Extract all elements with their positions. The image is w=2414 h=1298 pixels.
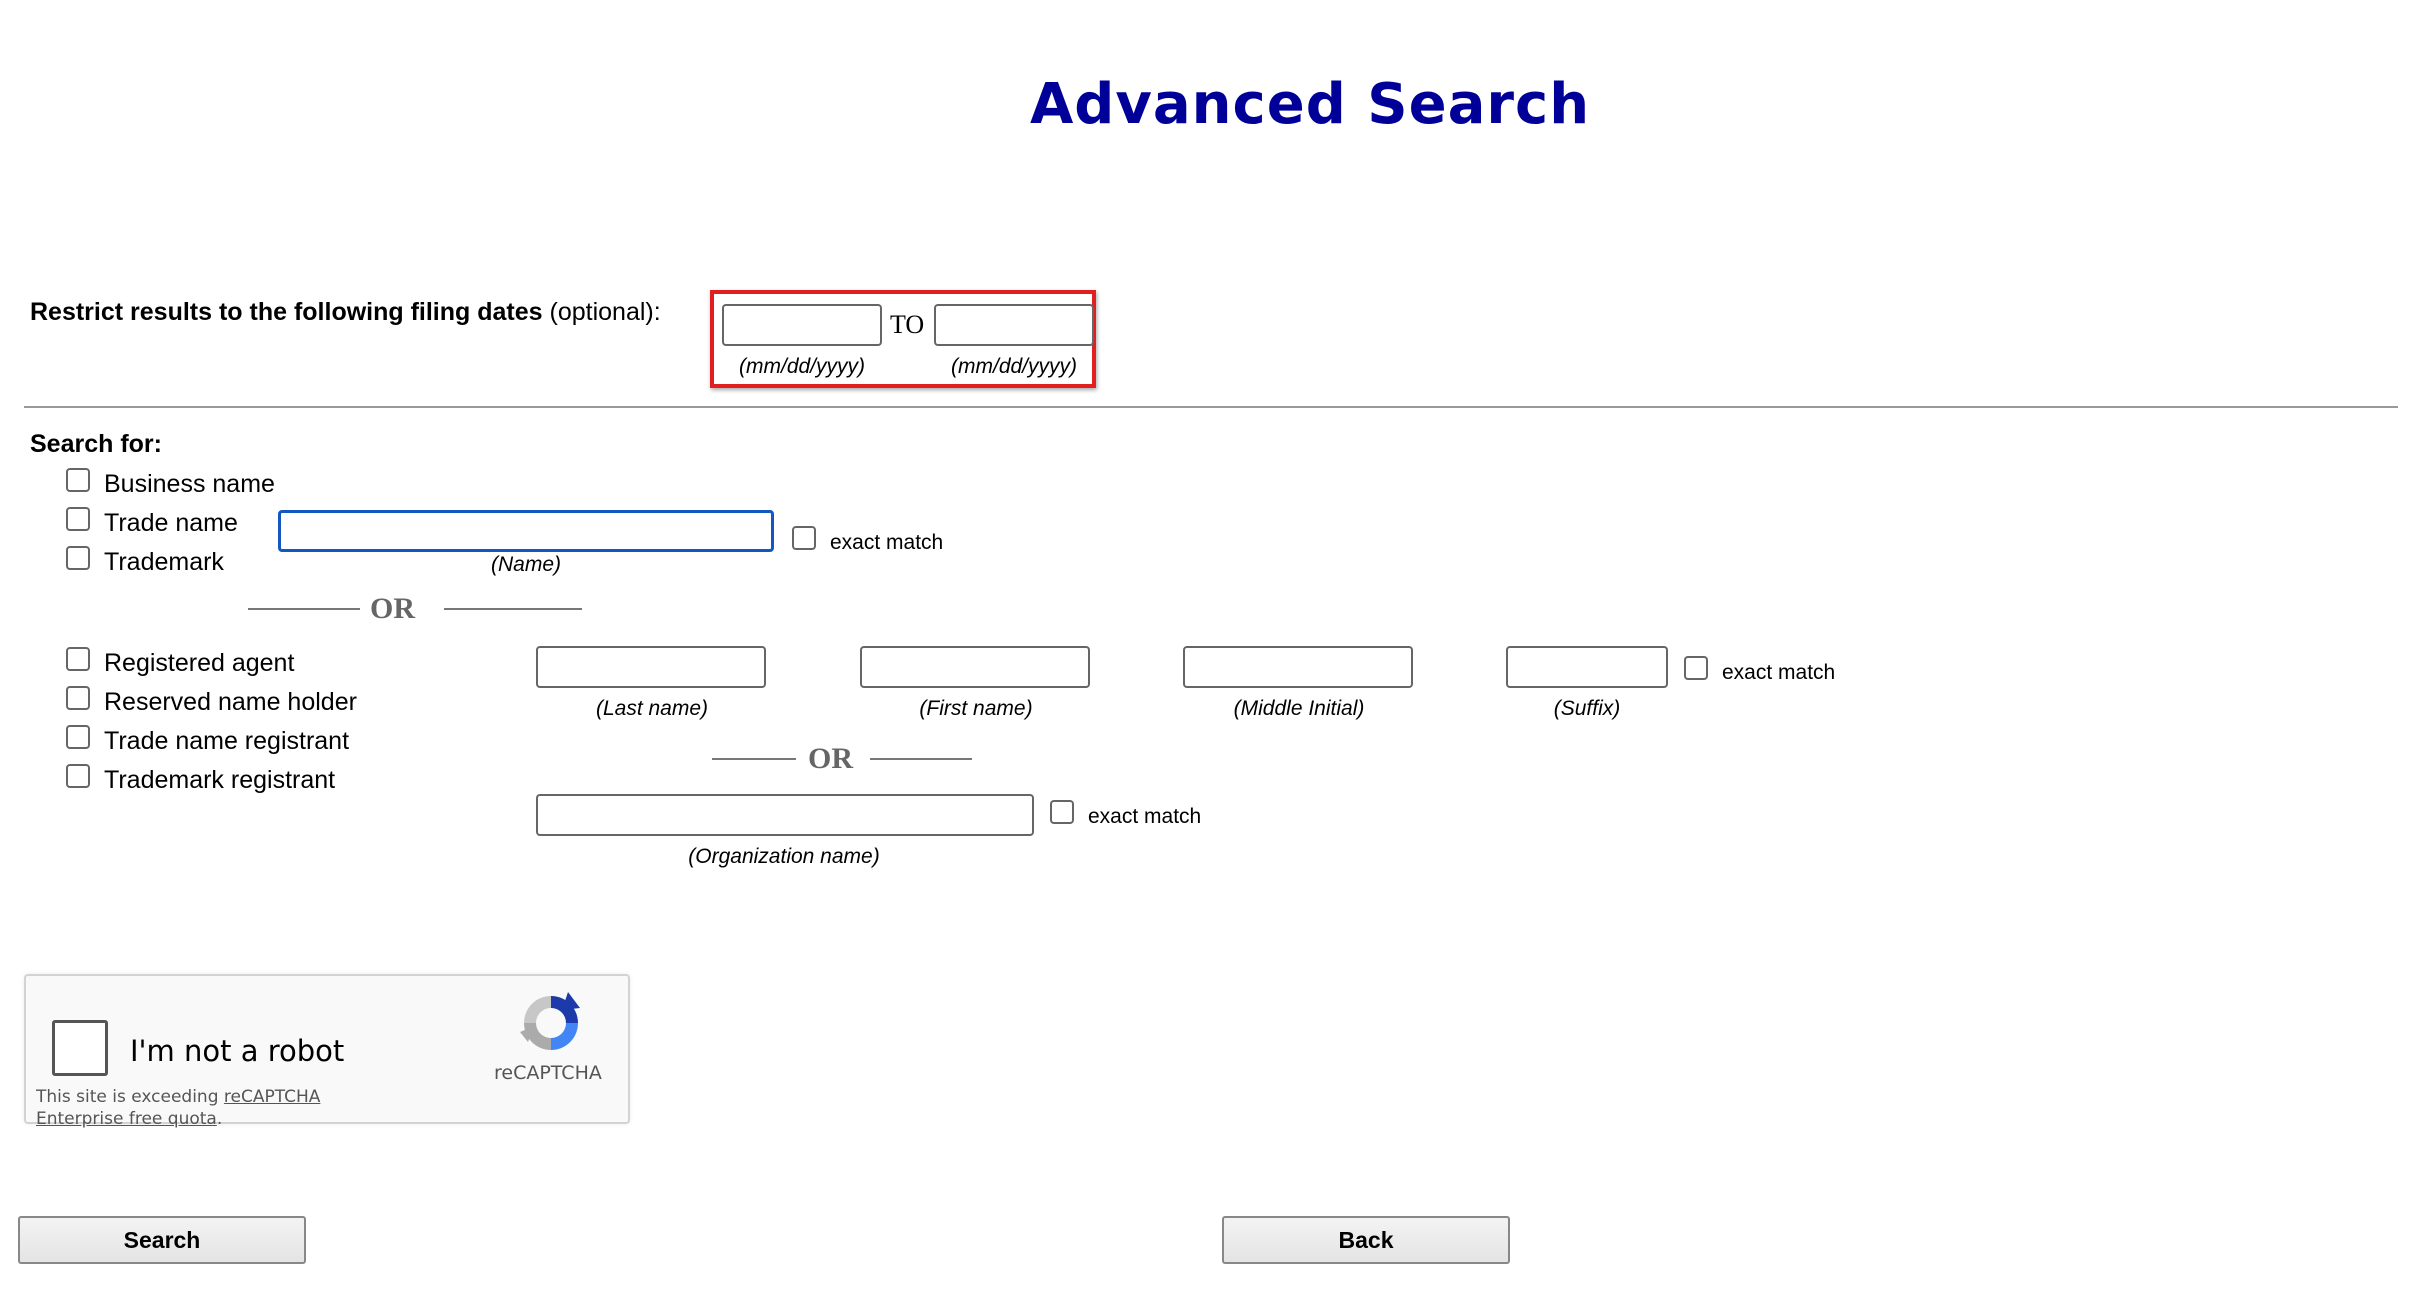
middle-initial-hint: (Middle Initial) [1233, 697, 1365, 720]
recaptcha-note-suffix: . [216, 1109, 223, 1129]
name-hint: (Name) [490, 553, 561, 576]
registered-agent-label: Registered agent [104, 649, 295, 677]
name-exact-match-label: exact match [830, 531, 944, 554]
recaptcha-note-prefix: This site is exceeding [36, 1087, 224, 1107]
filing-dates-label-optional: (optional): [542, 298, 661, 326]
trademark-registrant-checkbox[interactable] [66, 764, 90, 788]
trademark-checkbox[interactable] [66, 546, 90, 570]
first-name-input[interactable] [860, 646, 1090, 688]
from-date-hint: (mm/dd/yyyy) [739, 355, 865, 378]
middle-initial-input[interactable] [1183, 646, 1413, 688]
section-divider [24, 406, 2398, 408]
recaptcha-widget: I'm not a robot reCAPTCHA This site is e… [24, 974, 630, 1129]
trademark-registrant-label: Trademark registrant [104, 766, 336, 794]
organization-name-hint: (Organization name) [688, 845, 880, 868]
trade-name-label: Trade name [104, 509, 238, 537]
reserved-name-holder-checkbox[interactable] [66, 686, 90, 710]
or-divider-line-right [444, 608, 582, 610]
or-divider-line-left [248, 608, 360, 610]
trade-name-checkbox[interactable] [66, 507, 90, 531]
person-exact-match-checkbox[interactable] [1684, 656, 1708, 680]
business-name-label: Business name [104, 470, 275, 498]
suffix-input[interactable] [1506, 646, 1668, 688]
reserved-name-holder-label: Reserved name holder [104, 688, 357, 716]
recaptcha-quota-link[interactable]: Enterprise free quota [36, 1109, 217, 1129]
name-exact-match-checkbox[interactable] [792, 526, 816, 550]
recaptcha-label: I'm not a robot [130, 1034, 345, 1068]
recaptcha-brand: reCAPTCHA [494, 1062, 602, 1084]
back-button[interactable]: Back [1222, 1216, 1510, 1264]
date-separator: TO [890, 310, 925, 339]
filing-dates-label: Restrict results to the following filing… [30, 298, 661, 327]
first-name-hint: (First name) [919, 697, 1033, 720]
person-exact-match-label: exact match [1722, 661, 1836, 684]
or-divider-text: OR [370, 592, 415, 625]
or-divider2-line-right [870, 758, 972, 760]
registered-agent-checkbox[interactable] [66, 647, 90, 671]
from-date-input[interactable] [722, 304, 882, 346]
last-name-input[interactable] [536, 646, 766, 688]
or-divider2-text: OR [808, 742, 853, 775]
suffix-hint: (Suffix) [1553, 697, 1621, 720]
last-name-hint: (Last name) [595, 697, 709, 720]
page-title: Advanced Search [1029, 72, 1591, 137]
recaptcha-checkbox[interactable] [52, 1020, 108, 1076]
trademark-label: Trademark [104, 548, 224, 576]
search-for-heading: Search for: [30, 430, 162, 458]
to-date-input[interactable] [934, 304, 1094, 346]
filing-dates-label-bold: Restrict results to the following filing… [30, 298, 543, 326]
trade-name-registrant-label: Trade name registrant [104, 727, 350, 755]
recaptcha-quota-note: This site is exceeding reCAPTCHA Enterpr… [36, 1086, 320, 1130]
or-divider2-line-left [712, 758, 796, 760]
trade-name-registrant-checkbox[interactable] [66, 725, 90, 749]
name-input[interactable] [278, 510, 774, 552]
organization-exact-match-checkbox[interactable] [1050, 800, 1074, 824]
recaptcha-link[interactable]: reCAPTCHA [223, 1087, 321, 1107]
to-date-hint: (mm/dd/yyyy) [951, 355, 1077, 378]
search-button[interactable]: Search [18, 1216, 306, 1264]
date-range-highlight [710, 290, 1096, 388]
recaptcha-logo-icon [516, 988, 586, 1058]
organization-name-input[interactable] [536, 794, 1034, 836]
organization-exact-match-label: exact match [1088, 805, 1202, 828]
business-name-checkbox[interactable] [66, 468, 90, 492]
